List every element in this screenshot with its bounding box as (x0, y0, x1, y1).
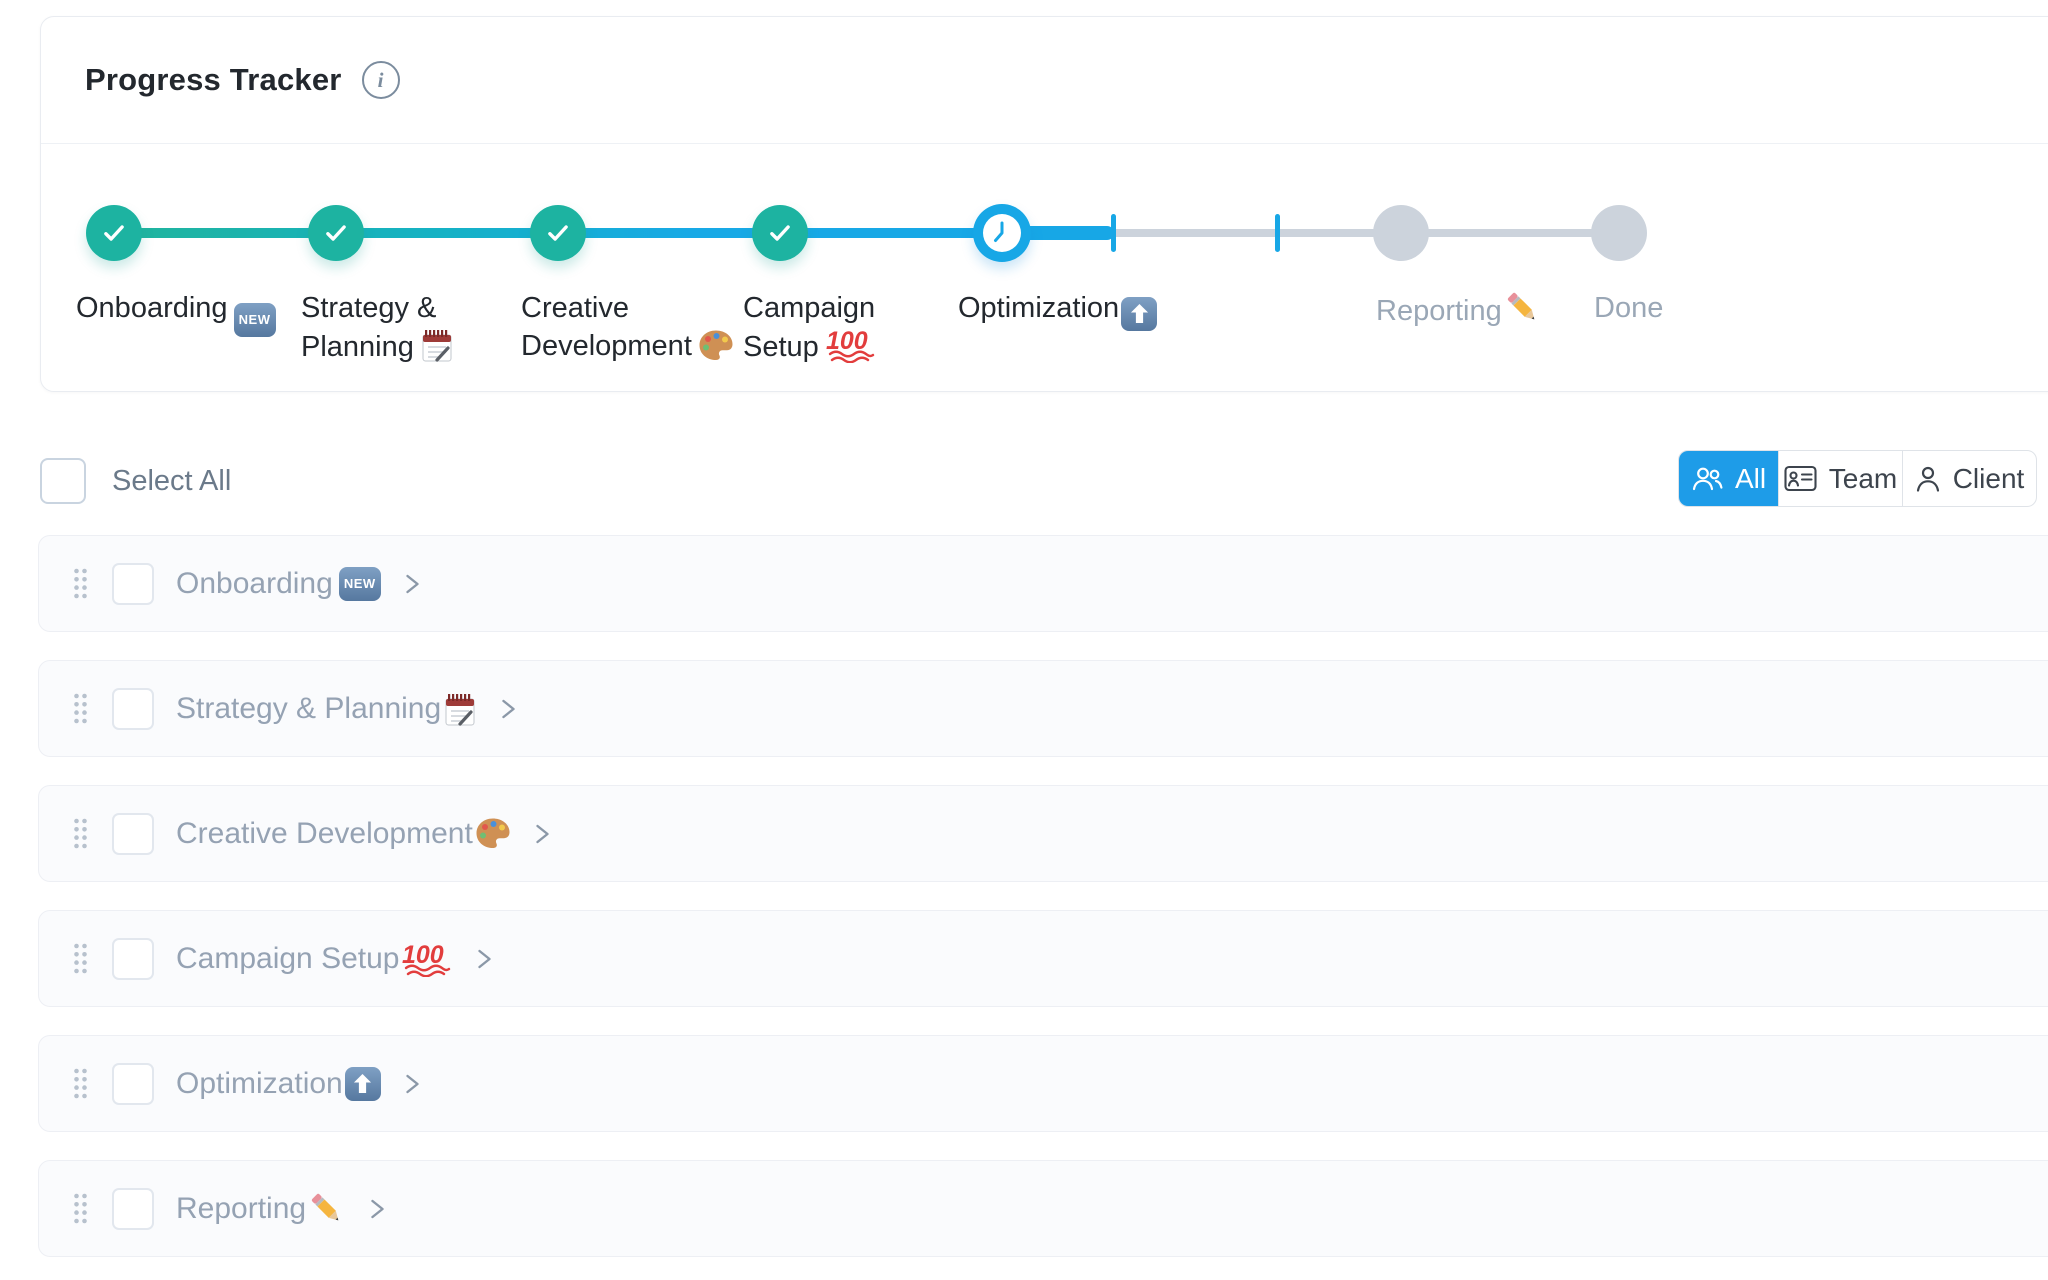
pencil-emoji (1504, 289, 1542, 327)
step-circle-optimization-current[interactable] (973, 204, 1031, 262)
new-button-emoji: NEW (233, 303, 276, 337)
filter-segmented-control: All Team Client (1678, 450, 2037, 507)
row-label: Reporting (176, 1190, 346, 1228)
chevron-right-icon[interactable] (475, 942, 494, 976)
phase-row-strategy-planning[interactable]: Strategy & Planning (38, 660, 2048, 757)
drag-handle-icon[interactable] (73, 817, 88, 850)
hundred-points-emoji: 100 (825, 327, 877, 363)
id-card-icon (1784, 465, 1817, 492)
step-circle-reporting[interactable] (1373, 205, 1429, 261)
phase-row-reporting[interactable]: Reporting (38, 1160, 2048, 1257)
phase-row-creative-development[interactable]: Creative Development (38, 785, 2048, 882)
up-arrow-emoji (344, 1066, 381, 1101)
chevron-right-icon[interactable] (499, 692, 518, 726)
hundred-points-emoji: 100 (401, 941, 453, 977)
step-label-optimization: Optimization (958, 289, 1158, 331)
row-checkbox[interactable] (112, 812, 154, 855)
select-all-checkbox[interactable] (40, 458, 86, 504)
drag-handle-icon[interactable] (73, 692, 88, 725)
drag-handle-icon[interactable] (73, 1067, 88, 1100)
step-circle-campaign-setup[interactable] (752, 205, 808, 261)
spiral-notepad-emoji (443, 691, 477, 727)
step-label-creative-development: Creative Development (521, 289, 734, 365)
people-icon (1691, 465, 1723, 492)
step-circle-done[interactable] (1591, 205, 1647, 261)
select-all-label: Select All (112, 464, 232, 497)
info-icon[interactable] (361, 61, 400, 99)
step-label-reporting: Reporting (1376, 289, 1542, 330)
artist-palette-emoji (475, 817, 511, 850)
new-button-emoji: NEW (338, 566, 381, 601)
person-icon (1915, 465, 1941, 493)
step-label-done: Done (1594, 292, 1664, 324)
filter-all-button[interactable]: All (1679, 451, 1778, 506)
drag-handle-icon[interactable] (73, 1192, 88, 1225)
page-title: Progress Tracker (85, 62, 342, 97)
filter-team-button[interactable]: Team (1778, 451, 1902, 506)
pencil-emoji (308, 1190, 346, 1228)
check-icon (765, 218, 795, 248)
row-checkbox[interactable] (112, 937, 154, 980)
card-header: Progress Tracker (41, 17, 2048, 144)
step-circle-onboarding[interactable] (86, 205, 142, 261)
drag-handle-icon[interactable] (73, 567, 88, 600)
row-checkbox[interactable] (112, 1062, 154, 1105)
substep-tick-2 (1275, 214, 1280, 252)
chevron-right-icon[interactable] (533, 817, 552, 851)
chevron-right-icon[interactable] (403, 1067, 422, 1101)
row-checkbox[interactable] (112, 1187, 154, 1230)
row-label: Creative Development (176, 817, 511, 851)
check-icon (321, 218, 351, 248)
check-icon (99, 218, 129, 248)
spiral-notepad-emoji (420, 327, 454, 363)
step-circle-creative-development[interactable] (530, 205, 586, 261)
filter-client-button[interactable]: Client (1902, 451, 2036, 506)
step-label-strategy-planning: Strategy & Planning (301, 289, 454, 366)
substep-tick-1 (1111, 214, 1116, 252)
check-icon (543, 218, 573, 248)
artist-palette-emoji (698, 329, 734, 362)
svg-text:100: 100 (826, 327, 868, 355)
row-label: Strategy & Planning (176, 691, 477, 727)
chevron-right-icon[interactable] (403, 567, 422, 601)
up-arrow-emoji (1121, 296, 1158, 331)
row-checkbox[interactable] (112, 687, 154, 730)
step-circle-strategy-planning[interactable] (308, 205, 364, 261)
clock-icon (983, 214, 1021, 252)
progress-fill (114, 228, 1114, 238)
select-all-control: Select All (40, 458, 231, 504)
row-label: Optimization (176, 1066, 381, 1101)
svg-text:100: 100 (402, 941, 444, 969)
chevron-right-icon[interactable] (368, 1192, 387, 1226)
drag-handle-icon[interactable] (73, 942, 88, 975)
row-checkbox[interactable] (112, 562, 154, 605)
phase-row-optimization[interactable]: Optimization (38, 1035, 2048, 1132)
